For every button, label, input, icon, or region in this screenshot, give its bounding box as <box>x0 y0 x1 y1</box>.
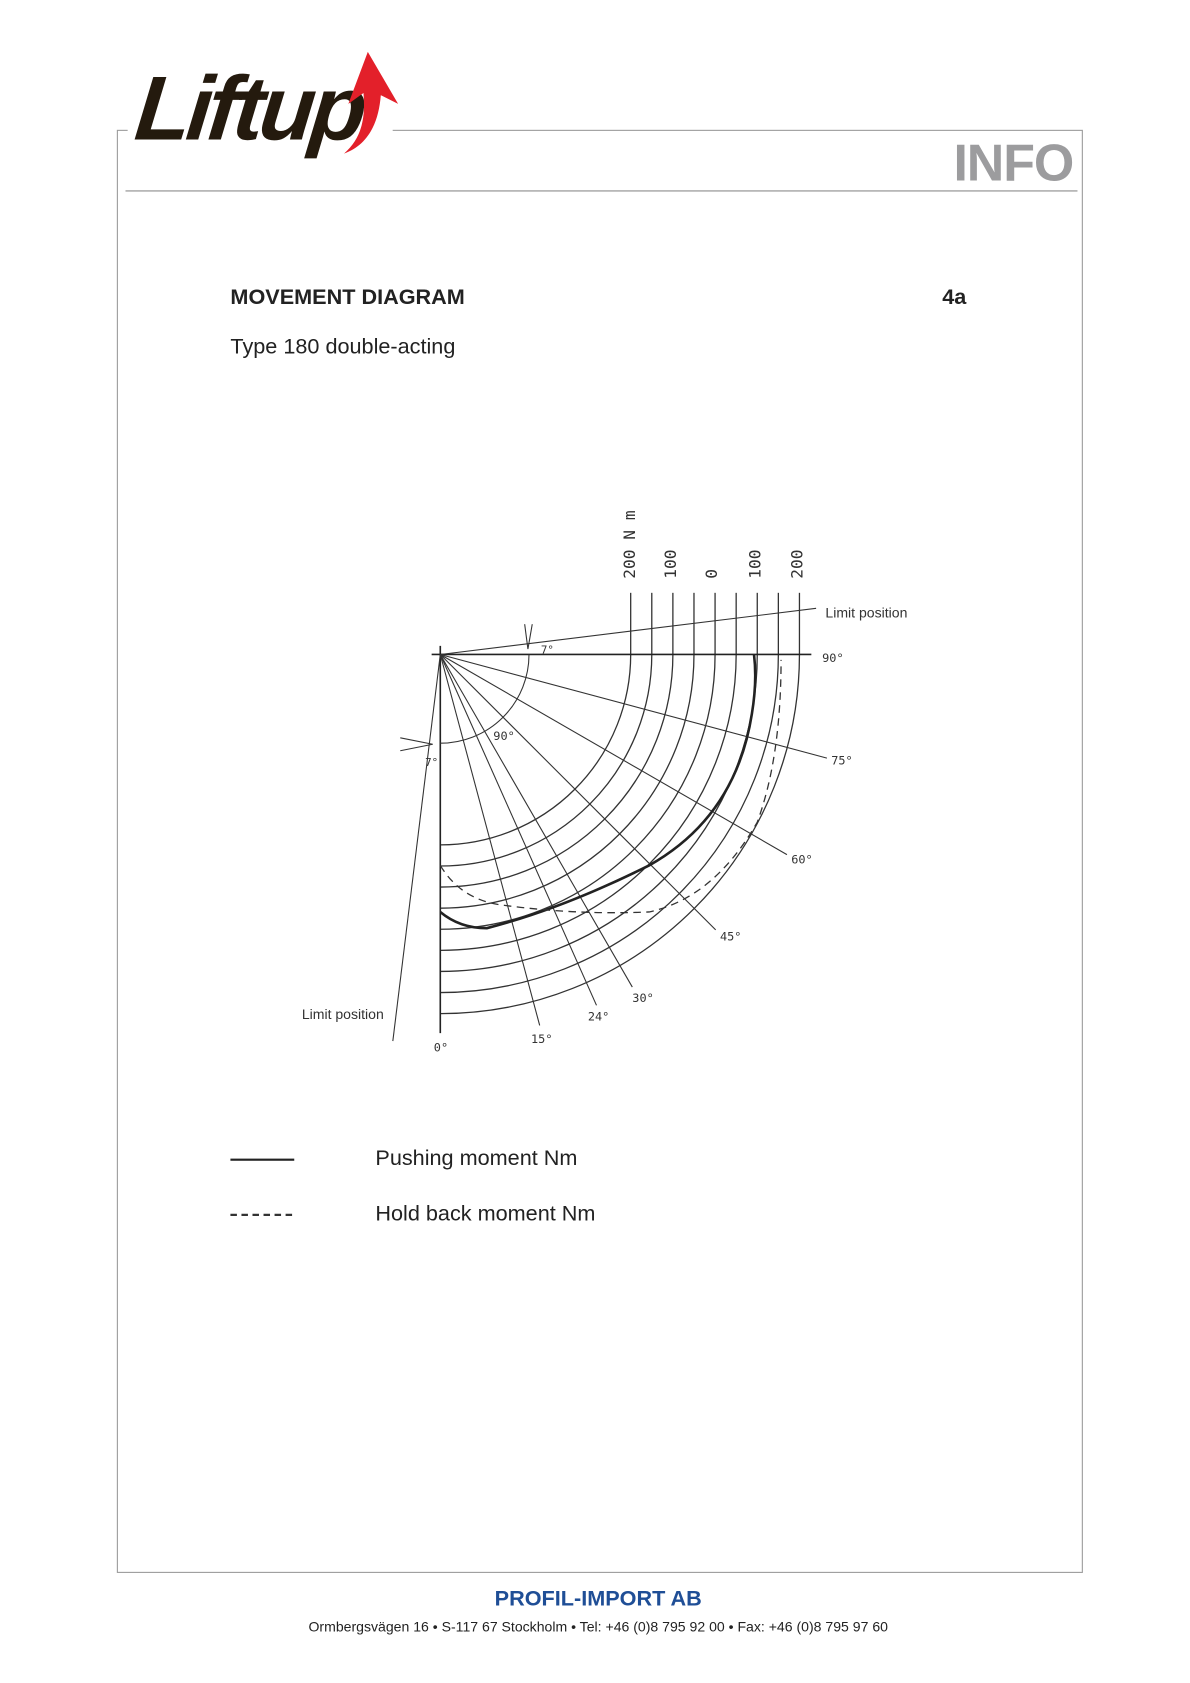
angle-label-75: 75° <box>831 754 852 768</box>
legend-solid-line <box>230 1158 295 1161</box>
angle-line-30 <box>439 654 633 988</box>
page-frame <box>116 129 1083 1573</box>
angle-label-60: 60° <box>791 852 812 866</box>
company-address: Ormbergsvägen 16 • S-117 67 Stockholm • … <box>308 1618 888 1635</box>
logo-background <box>127 64 393 184</box>
section-title: MOVEMENT DIAGRAM <box>230 285 465 310</box>
info-label: INFO <box>953 135 1074 193</box>
angle-line-24 <box>439 654 597 1006</box>
company-name: PROFIL-IMPORT AB <box>494 1587 702 1611</box>
limit-line-top <box>440 607 817 656</box>
angle-line-75 <box>440 653 828 759</box>
offset-label-top: 7° <box>541 643 554 656</box>
range-arrow-left-icon <box>400 737 433 752</box>
legend-hold-back-label: Hold back moment Nm <box>375 1201 596 1226</box>
pushing-moment-curve <box>439 654 757 930</box>
movement-diagram: 200 N m 100 0 100 200 15° 24° 30° 45° 60° 75° 0° 90°… <box>302 510 908 1055</box>
angle-line-45 <box>439 654 717 931</box>
scale-label: 200 N m <box>620 510 639 578</box>
limit-label-top: Limit position <box>825 605 907 621</box>
scale-label: 0 <box>702 569 721 579</box>
limit-line-bottom <box>392 654 441 1042</box>
logo-arrow-icon <box>344 51 399 154</box>
angle-label-15: 15° <box>531 1032 552 1046</box>
section-subtitle: Type 180 double-acting <box>230 335 456 360</box>
range-arrow-top-icon <box>524 624 533 650</box>
hold-back-moment-curve <box>439 659 782 914</box>
scale-label: 100 <box>661 549 680 578</box>
angle-line-15 <box>439 654 541 1026</box>
header-divider <box>125 190 1078 192</box>
offset-label-left: 7° <box>425 756 438 769</box>
angle-label-90: 90° <box>822 651 843 665</box>
angle-line-60 <box>440 654 788 856</box>
range-label: 90° <box>493 729 514 743</box>
range-arc <box>440 654 530 744</box>
limit-label-bottom: Limit position <box>302 1006 384 1022</box>
angle-label-30: 30° <box>632 991 653 1005</box>
angle-label-24: 24° <box>588 1009 609 1023</box>
section-number: 4a <box>942 285 967 310</box>
angle-label-45: 45° <box>720 930 741 944</box>
legend-pushing-label: Pushing moment Nm <box>375 1146 578 1171</box>
scale-label: 200 <box>788 549 807 578</box>
angle-label-0: 0° <box>434 1041 448 1055</box>
scale-label: 100 <box>746 549 765 578</box>
legend-dashed-line <box>230 1213 293 1216</box>
